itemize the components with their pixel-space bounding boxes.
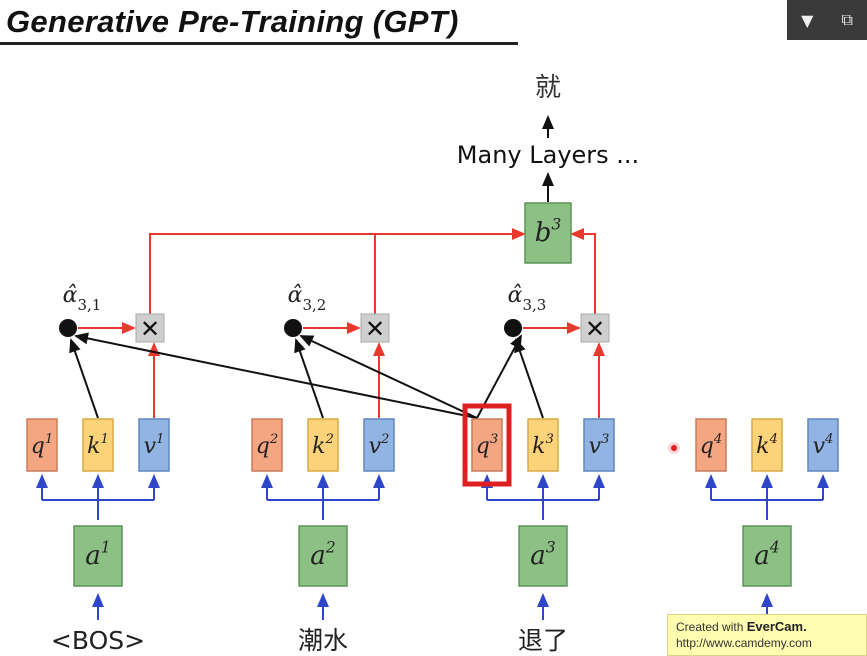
q3-to-alpha-arrow <box>74 332 478 419</box>
sum-arrow-3 <box>570 228 596 314</box>
v-node-2 <box>363 418 395 472</box>
alpha-node-2 <box>284 319 302 337</box>
v-node-3-label-sup: 3 <box>601 432 609 447</box>
multiply-node-3 <box>580 313 610 343</box>
connection-arrows <box>36 115 829 620</box>
k-node-3-label-sup: 3 <box>545 432 553 447</box>
q-node-3 <box>471 418 503 472</box>
alpha-label-3: α̂3,3 <box>508 283 547 314</box>
sum-arrow-1 <box>149 228 526 314</box>
a-node-4 <box>742 525 792 587</box>
dropdown-icon[interactable]: ▼ <box>801 10 814 30</box>
input-token-3: 退了 <box>518 626 568 655</box>
q-node-1-label-sup: 1 <box>45 432 53 447</box>
k-node-2-label-sup: 2 <box>324 432 333 447</box>
v-node-4-label-sup: 4 <box>824 432 833 447</box>
multiply-symbol: ✕ <box>585 315 605 343</box>
multiply-node-2 <box>360 313 390 343</box>
k-to-alpha-arrow <box>294 338 324 419</box>
v-node-1-label-sup: 1 <box>156 432 164 447</box>
multiply-symbol: ✕ <box>140 315 160 343</box>
q-node-2-label-sup: 2 <box>269 432 278 447</box>
diagram-nodes <box>26 202 839 587</box>
q-node-4 <box>695 418 727 472</box>
multiply-symbol: ✕ <box>365 315 385 343</box>
watermark-brand: EverCam. <box>746 619 807 634</box>
b3-node-label-sup: 3 <box>551 215 561 233</box>
multiply-node-1 <box>135 313 165 343</box>
k-to-alpha-arrow <box>514 338 544 419</box>
alpha-label-1: α̂3,1 <box>63 283 102 314</box>
slide-title: Generative Pre-Training (GPT) <box>6 4 459 39</box>
k-node-1-label-sup: 1 <box>100 432 108 447</box>
k-to-alpha-arrow <box>69 338 99 419</box>
k-node-1 <box>82 418 114 472</box>
alpha-label-2: α̂3,2 <box>288 283 327 314</box>
a-node-2-label-sup: 2 <box>325 538 336 556</box>
v-node-3 <box>583 418 615 472</box>
a-node-3 <box>518 525 568 587</box>
q-node-1 <box>26 418 58 472</box>
k-node-2 <box>307 418 339 472</box>
output-token: 就 <box>535 73 561 103</box>
a-node-2 <box>298 525 348 587</box>
input-token-2: 潮水 <box>298 626 348 655</box>
player-controls: ▼ ⧉ <box>787 0 867 40</box>
v-node-1 <box>138 418 170 472</box>
q3-to-alpha-arrow <box>299 335 478 419</box>
watermark-prefix: Created with <box>676 620 744 634</box>
many-layers-label: Many Layers ... <box>457 141 639 169</box>
input-token-1: <BOS> <box>51 626 145 655</box>
window-icon[interactable]: ⧉ <box>841 10 853 29</box>
q-node-4-label-sup: 4 <box>713 432 722 447</box>
evercam-watermark: Created with EverCam. http://www.camdemy… <box>667 614 867 656</box>
alpha-subscript: 3,1 <box>78 296 102 314</box>
a-node-1 <box>73 525 123 587</box>
b3-node <box>524 202 572 264</box>
alpha-node-1 <box>59 319 77 337</box>
q-node-3-label-sup: 3 <box>490 432 498 447</box>
a-node-4-label-sup: 4 <box>769 538 780 556</box>
k-node-3 <box>527 418 559 472</box>
v-node-2-label-sup: 2 <box>380 432 389 447</box>
a-node-3-label-sup: 3 <box>546 538 556 556</box>
alpha-subscript: 3,2 <box>303 296 327 314</box>
pointer-dot <box>671 445 677 451</box>
k-node-4 <box>751 418 783 472</box>
a-node-1-label-sup: 1 <box>101 538 111 556</box>
q-node-2 <box>251 418 283 472</box>
alpha-node-3 <box>504 319 522 337</box>
alpha-subscript: 3,3 <box>523 296 547 314</box>
k-node-4-label-sup: 4 <box>768 432 777 447</box>
title-underline <box>0 42 518 45</box>
q3-highlight-box <box>462 403 512 487</box>
v-node-4 <box>807 418 839 472</box>
watermark-url: http://www.camdemy.com <box>676 636 812 650</box>
